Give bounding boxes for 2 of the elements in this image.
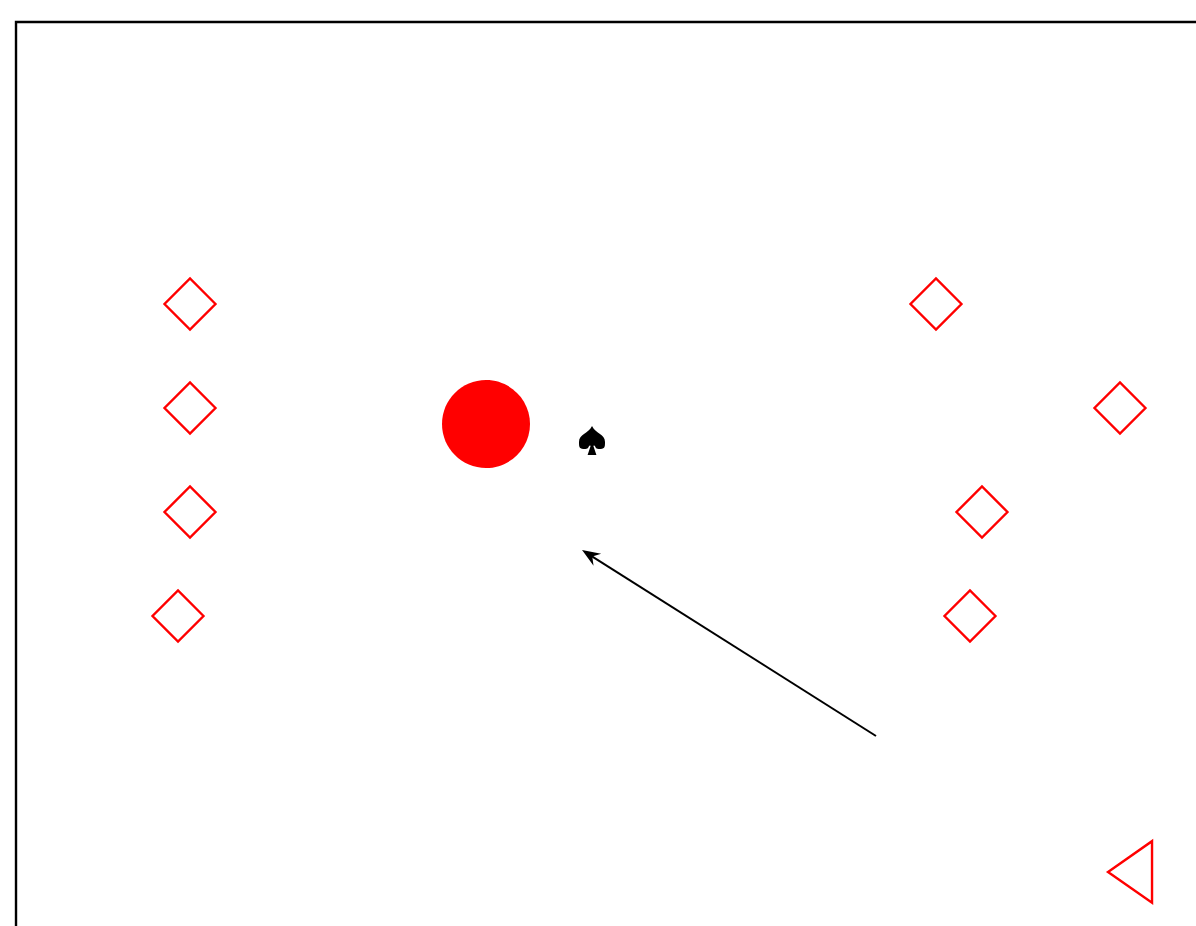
circle-marker (442, 380, 530, 468)
spade-marker (579, 426, 605, 455)
